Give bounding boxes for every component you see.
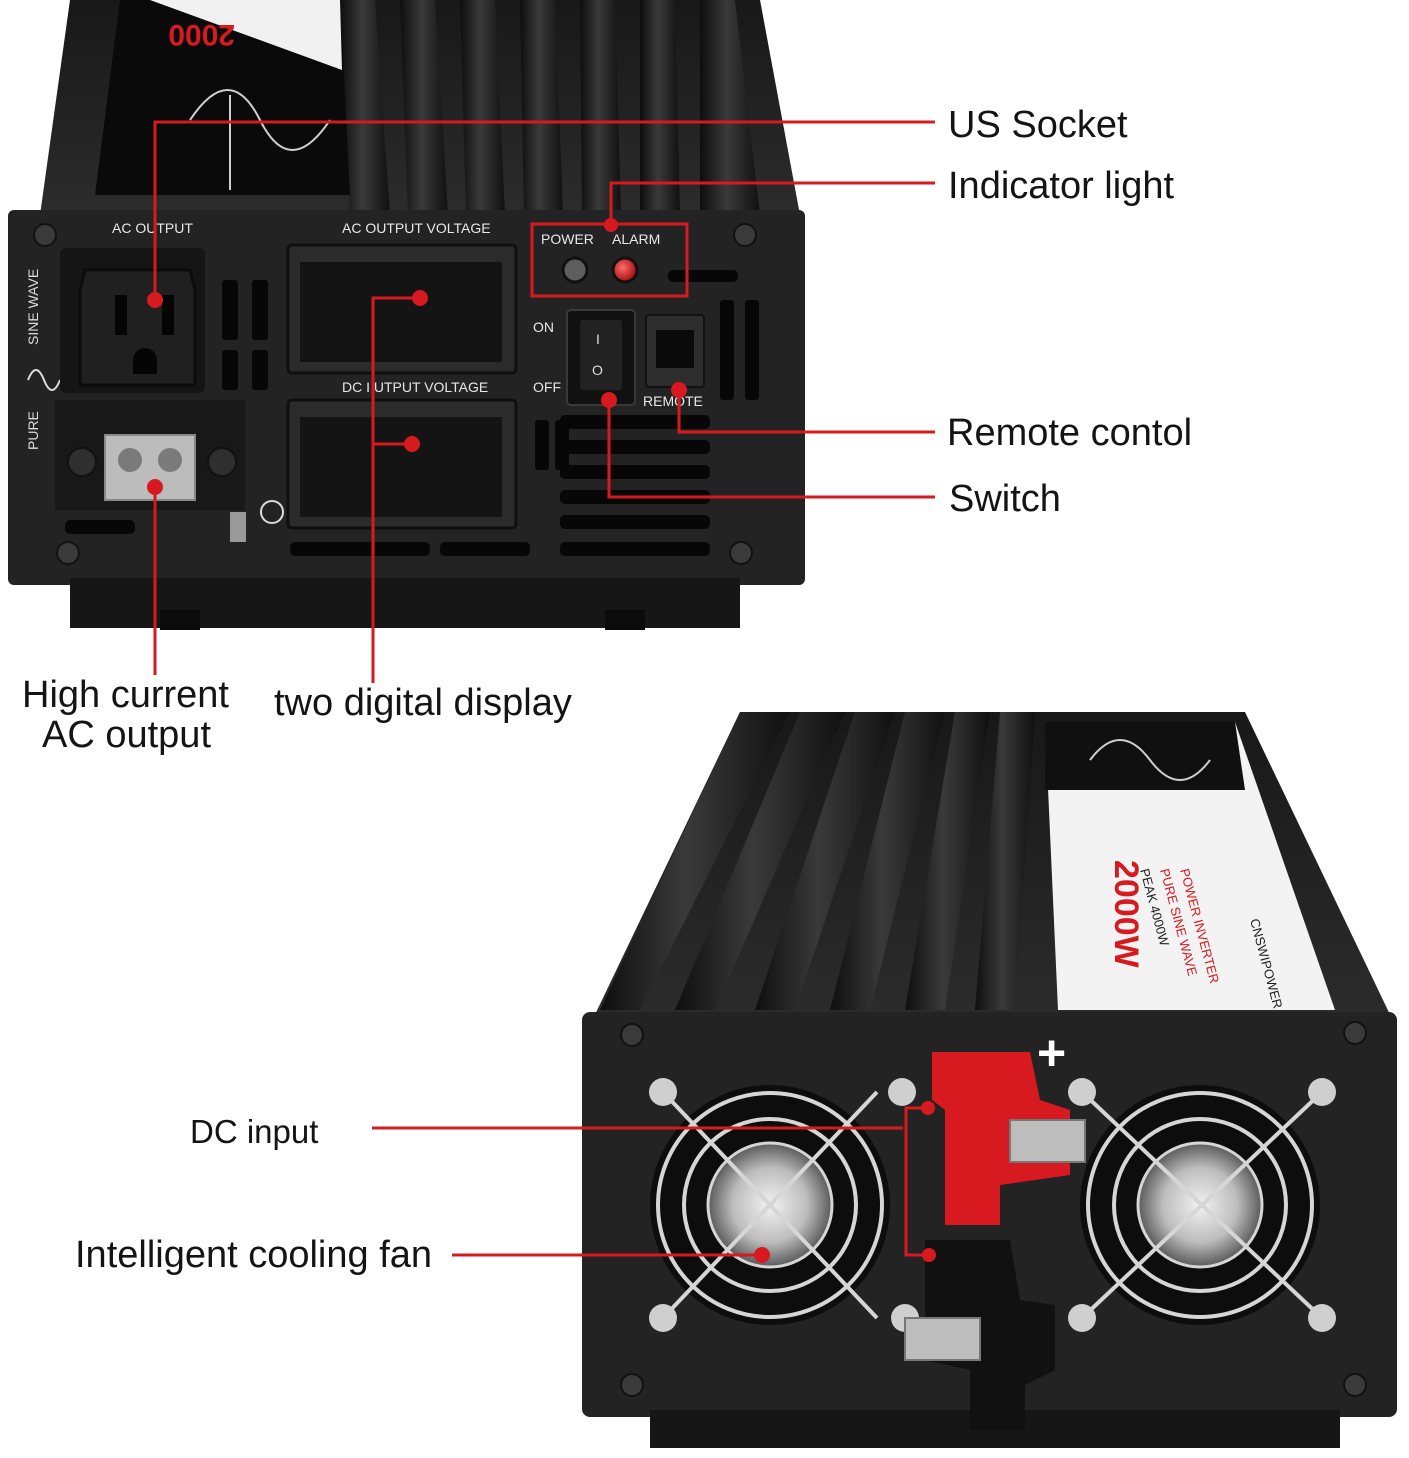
dc-input-callout: DC input <box>190 1113 319 1150</box>
top-unit: 2000 PURE SINE WAVE AC OUTPUT <box>8 0 805 630</box>
ac-output-label: AC OUTPUT <box>112 220 193 236</box>
off-label: OFF <box>533 379 561 395</box>
us-socket-callout: US Socket <box>948 104 1128 146</box>
high-current-callout-line2: AC output <box>42 714 211 756</box>
dc-output-voltage-label: DC I UTPUT VOLTAGE <box>342 379 488 395</box>
pure-label: PURE <box>25 411 41 450</box>
negative-terminal <box>904 1240 1055 1430</box>
on-label: ON <box>533 319 554 335</box>
positive-terminal: + <box>932 1025 1086 1225</box>
cooling-fins-bottom <box>600 712 1035 1010</box>
plus-sign: + <box>1037 1025 1066 1081</box>
display-line-ac <box>371 296 420 683</box>
us-socket-line <box>153 120 935 300</box>
product-label <box>1045 722 1335 1010</box>
switch-on-symbol: I <box>596 331 600 347</box>
cooling-fan-right <box>1068 1078 1336 1332</box>
alarm-led <box>611 256 639 284</box>
cooling-fins-top <box>340 0 760 215</box>
remote-line <box>677 390 935 434</box>
sine-wave-label: SINE WAVE <box>25 269 41 345</box>
ac-voltage-display <box>300 262 502 362</box>
switch-off-symbol: O <box>592 362 603 378</box>
switch-callout: Switch <box>949 478 1061 520</box>
callout-dots <box>147 218 936 1263</box>
switch-line <box>607 400 935 499</box>
callout-lines <box>153 120 935 1257</box>
ground-icon <box>260 500 284 524</box>
power-led <box>561 256 589 284</box>
alarm-label: ALARM <box>612 231 660 247</box>
high-current-callout-line1: High current <box>22 674 229 716</box>
indicator-line <box>609 181 935 225</box>
sine-wave-icon <box>27 369 61 391</box>
indicator-light-callout: Indicator light <box>948 165 1175 207</box>
dc-input-bracket <box>904 1106 929 1257</box>
two-digital-display-callout: two digital display <box>274 682 572 724</box>
remote-label: REMOTE <box>643 393 703 409</box>
wattage-text: 2000W <box>1107 860 1145 969</box>
svg-text:2000: 2000 <box>168 18 235 51</box>
cooling-fan-left <box>649 1078 919 1332</box>
remote-control-callout: Remote contol <box>947 412 1193 454</box>
cooling-fan-callout: Intelligent cooling fan <box>75 1234 433 1276</box>
ground-bolt-icon <box>230 512 246 542</box>
dc-voltage-display <box>300 417 502 517</box>
power-label: POWER <box>541 231 594 247</box>
ac-output-voltage-label: AC OUTPUT VOLTAGE <box>342 220 491 236</box>
bottom-unit: 2000W POWER INVERTER PURE SINE WAVE PEAK… <box>582 712 1397 1448</box>
